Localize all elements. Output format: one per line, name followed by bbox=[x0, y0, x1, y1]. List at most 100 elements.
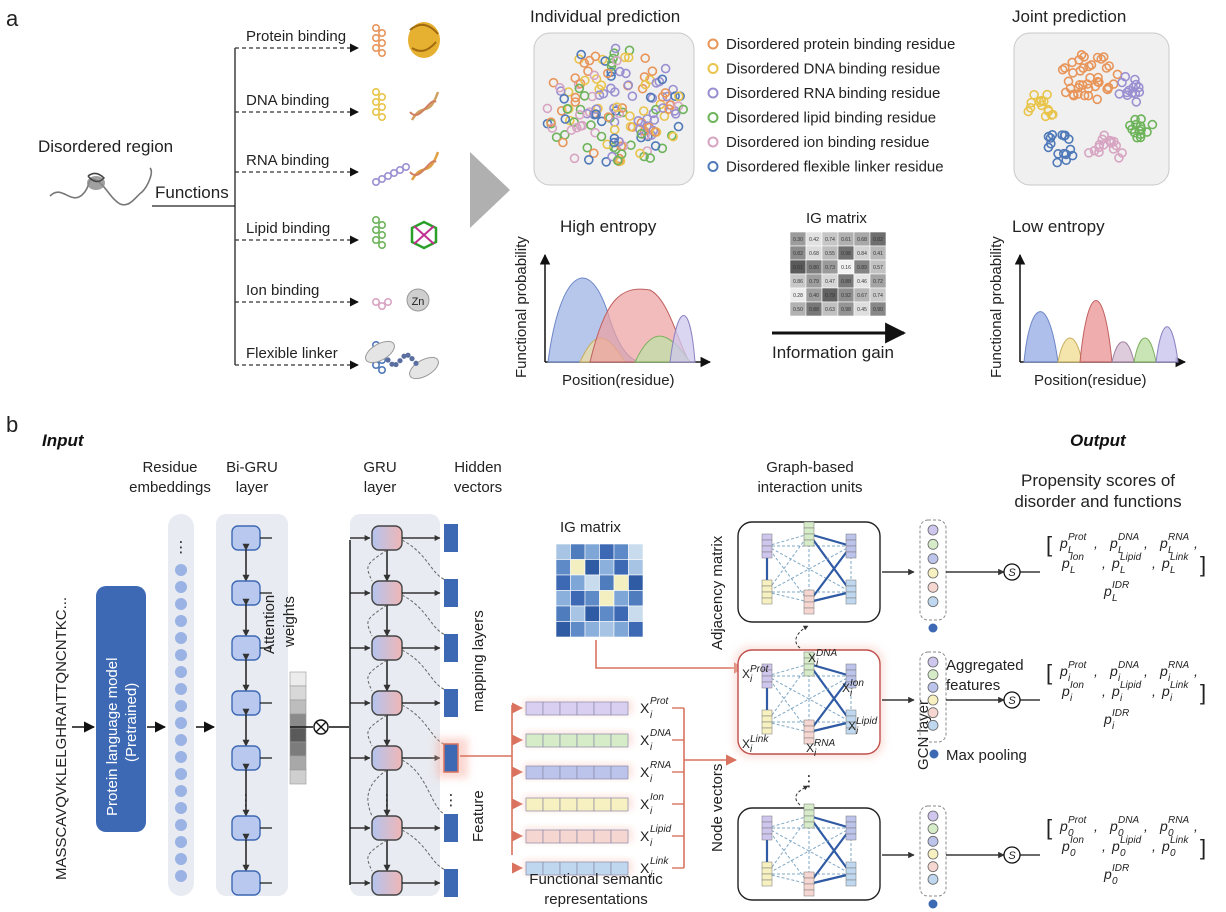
scatter-point bbox=[668, 131, 678, 142]
prob-sup: Prot bbox=[1068, 815, 1088, 826]
graph-node bbox=[803, 651, 815, 677]
scatter-point bbox=[1045, 133, 1056, 143]
residue-bead bbox=[377, 175, 386, 184]
ig-cell-value: 0.89 bbox=[857, 265, 867, 271]
zinc-label: Zn bbox=[412, 296, 425, 308]
ig-b-cell bbox=[584, 605, 600, 622]
graph-node-cell bbox=[845, 861, 857, 869]
input-title: Input bbox=[42, 431, 85, 450]
prob-sub: 0 bbox=[1170, 848, 1176, 859]
ig-cell-value: 0.16 bbox=[841, 265, 851, 271]
ig-b-cell bbox=[570, 543, 586, 560]
graph-node-cell bbox=[803, 601, 815, 609]
ig-b-cell bbox=[599, 605, 615, 622]
node-sub-3: i bbox=[856, 726, 859, 737]
graph-node-cell bbox=[845, 669, 857, 677]
graph-edge bbox=[808, 662, 852, 678]
residue-legend: Disordered protein binding residueDisord… bbox=[707, 36, 955, 176]
feature-sup-0: Prot bbox=[650, 696, 670, 707]
scatter-point bbox=[1046, 138, 1056, 149]
residue-bead bbox=[377, 93, 386, 102]
scatter-point bbox=[1117, 148, 1127, 158]
scatter-point bbox=[600, 56, 611, 66]
linker-domain-2 bbox=[409, 356, 439, 380]
embedding-dot bbox=[175, 615, 187, 627]
prob-p: p bbox=[1061, 683, 1070, 699]
high-entropy-plot: Functional probability Position(residue) bbox=[513, 236, 712, 389]
residue-bead bbox=[371, 226, 380, 235]
scatter-point bbox=[1134, 87, 1145, 97]
gru-skip bbox=[367, 549, 388, 582]
residue-bead bbox=[371, 43, 380, 52]
graph-node-cell bbox=[761, 539, 773, 547]
scatter-point bbox=[590, 51, 601, 62]
scatter-point bbox=[548, 77, 559, 88]
node-sub-4: i bbox=[814, 748, 817, 759]
scatter-point bbox=[580, 75, 590, 86]
prob-p: p bbox=[1159, 663, 1168, 679]
graph-node-cell bbox=[761, 873, 773, 881]
prob-sub: 0 bbox=[1118, 828, 1124, 839]
prob-p: p bbox=[1059, 663, 1068, 679]
graph-node bbox=[803, 521, 815, 547]
graph-edge bbox=[766, 815, 810, 875]
prob-comma: , bbox=[1144, 535, 1148, 551]
zinc-atom-icon bbox=[406, 288, 430, 312]
feature-cell bbox=[542, 765, 561, 780]
scatter-point bbox=[612, 102, 622, 112]
feature-label-3: X bbox=[640, 796, 650, 812]
ig-cell-value: 0.84 bbox=[857, 251, 867, 257]
feature-cell bbox=[610, 861, 629, 876]
scatter-point bbox=[623, 52, 634, 63]
scatter-point bbox=[642, 114, 653, 124]
feature-sup-1: DNA bbox=[650, 728, 671, 739]
residue-bead bbox=[395, 166, 404, 175]
scatter-point bbox=[1067, 57, 1077, 68]
prob-sub: L bbox=[1070, 565, 1076, 576]
residue-embeddings-line1: Residue bbox=[142, 459, 197, 476]
scatter-point bbox=[596, 131, 607, 142]
function-label-4: Ion binding bbox=[246, 282, 319, 299]
residue-bead bbox=[371, 216, 380, 225]
prob-sub: 0 bbox=[1070, 848, 1076, 859]
scatter-point bbox=[678, 104, 689, 115]
node-circle bbox=[927, 596, 939, 608]
function-item-3: Lipid binding bbox=[235, 220, 359, 245]
prob-comma: , bbox=[1102, 838, 1106, 854]
legend-label-0: Disordered protein binding residue bbox=[726, 36, 955, 53]
scatter-point bbox=[1060, 63, 1070, 73]
feature-cell bbox=[576, 797, 595, 812]
linker-bead bbox=[409, 356, 415, 362]
ig-b-cell bbox=[555, 543, 571, 560]
panel-a: a Disordered region Functions Protein bi… bbox=[6, 6, 1187, 389]
node-circle bbox=[927, 669, 939, 681]
low-entropy-xlabel: Position(residue) bbox=[1034, 372, 1147, 389]
ig-cell-value: 0.45 bbox=[857, 307, 867, 313]
linker-bead bbox=[389, 361, 395, 367]
graph-node-cell bbox=[803, 871, 815, 879]
residue-chain-icon-2 bbox=[371, 163, 410, 187]
feature-cell bbox=[593, 797, 612, 812]
scatter-point bbox=[609, 137, 619, 148]
legend-label-4: Disordered ion binding residue bbox=[726, 134, 929, 151]
prob-p: p bbox=[1111, 555, 1120, 571]
hidden-ellipsis: ⋮ bbox=[444, 792, 459, 809]
embedding-dot bbox=[175, 649, 187, 661]
scatter-point bbox=[1135, 132, 1146, 143]
embedding-dot bbox=[175, 717, 187, 729]
scatter-point bbox=[596, 116, 607, 127]
ig-cell-value: 0.28 bbox=[793, 293, 803, 299]
ig-cell-value: 0.41 bbox=[873, 251, 883, 257]
graph-edge bbox=[808, 675, 852, 733]
prob-comma: , bbox=[1152, 555, 1156, 571]
ig-b-cell bbox=[613, 605, 629, 622]
lipid-ring bbox=[410, 220, 438, 250]
prob-p: p bbox=[1161, 683, 1170, 699]
flexible-linker-icon bbox=[365, 340, 439, 380]
feature-cell bbox=[559, 733, 578, 748]
residue-bead bbox=[383, 172, 392, 181]
ig-cell-value: 0.57 bbox=[873, 265, 883, 271]
residue-bead bbox=[371, 33, 380, 42]
gru-hidden-skip bbox=[401, 759, 449, 817]
